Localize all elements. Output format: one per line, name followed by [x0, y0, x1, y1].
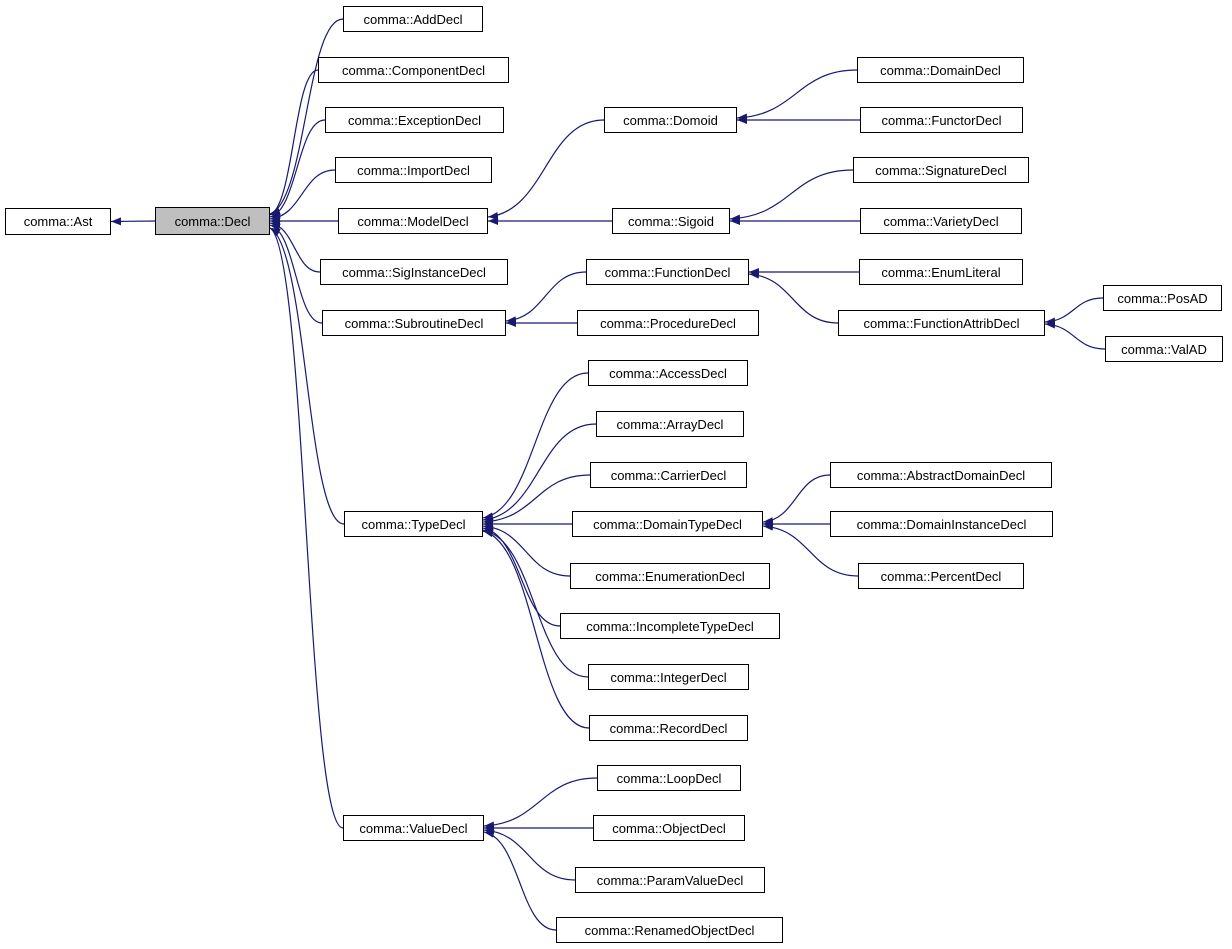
class-node-typeDecl[interactable]: comma::TypeDecl — [344, 511, 483, 537]
class-node-sigInstanceDecl[interactable]: comma::SigInstanceDecl — [320, 259, 508, 285]
inheritance-edge-integerDecl-to-typeDecl — [482, 527, 589, 678]
class-node-valAD[interactable]: comma::ValAD — [1105, 336, 1223, 362]
inheritance-edge-renamedObjectDecl-to-valueDecl — [483, 829, 557, 931]
inheritance-edge-domainDecl-to-domoid — [736, 69, 858, 122]
class-node-renamedObjectDecl[interactable]: comma::RenamedObjectDecl — [556, 917, 783, 943]
inheritance-edge-loopDecl-to-valueDecl — [483, 777, 598, 830]
class-node-ast[interactable]: comma::Ast — [5, 208, 111, 235]
inheritance-edge-percentDecl-to-domainTypeDecl — [762, 522, 859, 577]
inheritance-edge-posAD-to-functionAttribDecl — [1044, 297, 1104, 326]
class-node-valueDecl[interactable]: comma::ValueDecl — [343, 815, 484, 841]
class-node-incompleteTypeDecl[interactable]: comma::IncompleteTypeDecl — [560, 613, 780, 639]
inheritance-edge-abstractDomainDecl-to-domainTypeDecl — [762, 474, 831, 526]
inheritance-edge-paramValueDecl-to-valueDecl — [483, 826, 576, 881]
class-node-posAD[interactable]: comma::PosAD — [1103, 285, 1222, 311]
inheritance-edge-carrierDecl-to-typeDecl — [482, 474, 591, 526]
inheritance-edge-enumerationDecl-to-typeDecl — [482, 522, 571, 577]
class-node-carrierDecl[interactable]: comma::CarrierDecl — [590, 462, 747, 488]
inheritance-edge-typeDecl-to-decl — [269, 227, 345, 525]
inheritance-edge-addDecl-to-decl — [269, 18, 344, 215]
class-node-functionAttribDecl[interactable]: comma::FunctionAttribDecl — [838, 310, 1045, 336]
class-node-enumerationDecl[interactable]: comma::EnumerationDecl — [570, 563, 770, 589]
class-node-integerDecl[interactable]: comma::IntegerDecl — [588, 664, 749, 690]
class-node-objectDecl[interactable]: comma::ObjectDecl — [593, 815, 745, 841]
class-node-paramValueDecl[interactable]: comma::ParamValueDecl — [575, 867, 765, 893]
class-node-recordDecl[interactable]: comma::RecordDecl — [589, 715, 748, 741]
class-node-loopDecl[interactable]: comma::LoopDecl — [597, 765, 741, 791]
class-node-percentDecl[interactable]: comma::PercentDecl — [858, 563, 1024, 589]
class-node-procedureDecl[interactable]: comma::ProcedureDecl — [577, 310, 759, 336]
inheritance-edge-arrayDecl-to-typeDecl — [482, 423, 597, 523]
inheritance-edge-importDecl-to-decl — [269, 169, 336, 222]
inheritance-edge-functionDecl-to-subroutineDecl — [505, 271, 587, 325]
class-node-domainTypeDecl[interactable]: comma::DomainTypeDecl — [572, 511, 763, 537]
inheritance-edge-functionAttribDecl-to-functionDecl — [748, 270, 839, 324]
inheritance-edge-domoid-to-modelDecl — [487, 119, 605, 220]
class-node-modelDecl[interactable]: comma::ModelDecl — [338, 208, 488, 234]
inheritance-edge-accessDecl-to-typeDecl — [482, 372, 589, 521]
inheritance-edge-valAD-to-functionAttribDecl — [1044, 320, 1106, 350]
class-node-decl: comma::Decl — [155, 207, 270, 235]
class-node-addDecl[interactable]: comma::AddDecl — [343, 6, 483, 32]
inheritance-edge-decl-to-ast — [110, 217, 156, 226]
class-node-domoid[interactable]: comma::Domoid — [604, 107, 737, 133]
inheritance-edge-incompleteTypeDecl-to-typeDecl — [482, 525, 561, 627]
class-node-domainInstanceDecl[interactable]: comma::DomainInstanceDecl — [830, 511, 1053, 537]
inheritance-edge-valueDecl-to-decl — [269, 227, 344, 829]
inheritance-edge-componentDecl-to-decl — [269, 69, 319, 216]
class-node-sigoid[interactable]: comma::Sigoid — [612, 208, 730, 234]
class-node-exceptionDecl[interactable]: comma::ExceptionDecl — [325, 107, 504, 133]
class-node-componentDecl[interactable]: comma::ComponentDecl — [318, 57, 509, 83]
class-node-varietyDecl[interactable]: comma::VarietyDecl — [860, 208, 1022, 234]
inheritance-edge-signatureDecl-to-sigoid — [729, 169, 854, 223]
class-node-arrayDecl[interactable]: comma::ArrayDecl — [596, 411, 744, 437]
class-node-signatureDecl[interactable]: comma::SignatureDecl — [853, 157, 1029, 183]
class-node-importDecl[interactable]: comma::ImportDecl — [335, 157, 492, 183]
class-node-domainDecl[interactable]: comma::DomainDecl — [857, 57, 1024, 83]
class-node-enumLiteral[interactable]: comma::EnumLiteral — [859, 259, 1023, 285]
class-node-functorDecl[interactable]: comma::FunctorDecl — [860, 107, 1023, 133]
inheritance-edge-exceptionDecl-to-decl — [269, 119, 326, 219]
class-node-subroutineDecl[interactable]: comma::SubroutineDecl — [322, 310, 506, 336]
class-node-abstractDomainDecl[interactable]: comma::AbstractDomainDecl — [830, 462, 1052, 488]
class-node-accessDecl[interactable]: comma::AccessDecl — [588, 360, 748, 386]
class-node-functionDecl[interactable]: comma::FunctionDecl — [586, 259, 749, 285]
inheritance-edge-recordDecl-to-typeDecl — [482, 529, 590, 729]
